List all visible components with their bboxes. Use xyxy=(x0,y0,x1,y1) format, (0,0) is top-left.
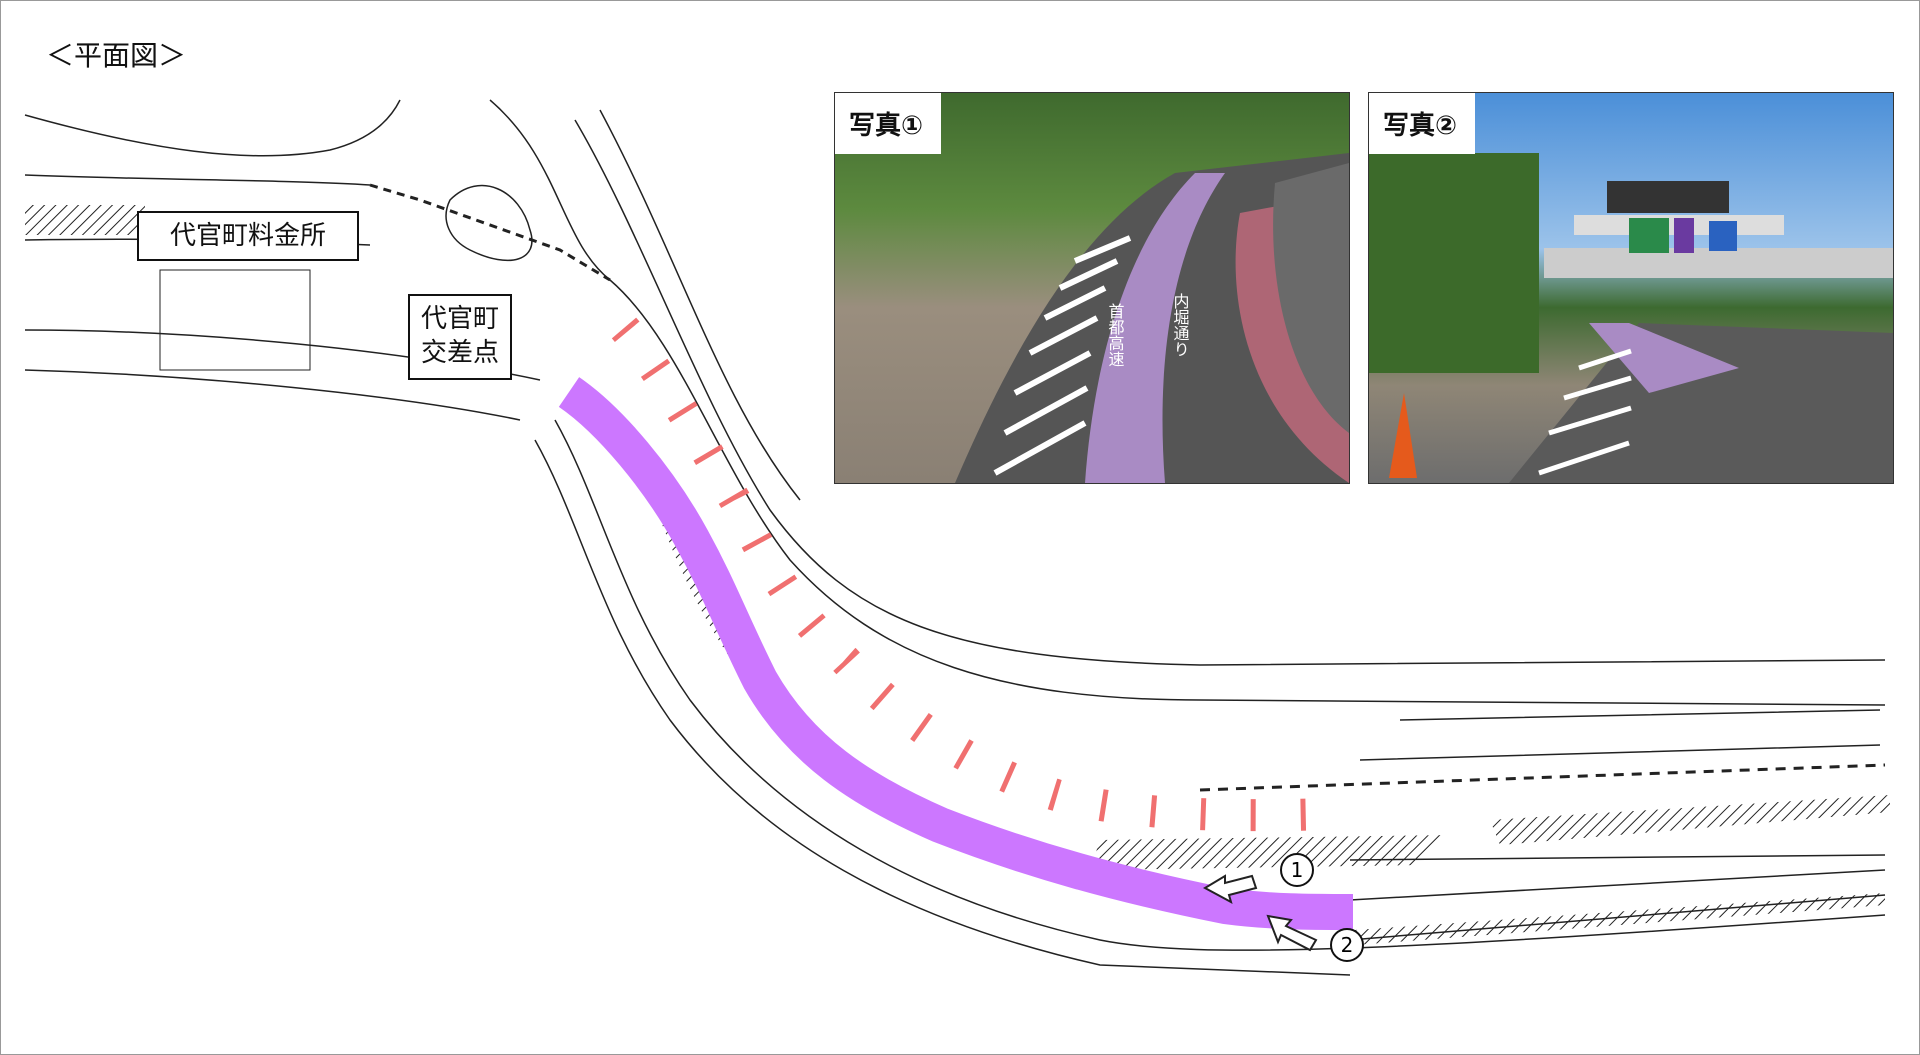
photo-arrow-2 xyxy=(1266,914,1318,952)
photo-1-scene: 首都高速 内堀通り xyxy=(955,153,1349,483)
hatched-area xyxy=(1355,893,1885,945)
road-marking-expressway: 首都高速 xyxy=(1106,303,1125,367)
photo-arrow-1 xyxy=(1202,874,1258,905)
photo-1-label: 写真① xyxy=(835,93,942,154)
road-marking-uchibori: 内堀通り xyxy=(1171,293,1190,357)
tollgate-label: 代官町料金所 xyxy=(137,211,359,261)
page-title: ＜平面図＞ xyxy=(46,39,187,72)
hatched-median xyxy=(643,467,1102,887)
photo-2-label: 写真② xyxy=(1369,93,1476,154)
hatched-area xyxy=(1490,795,1890,845)
intersection-label: 代官町 交差点 xyxy=(408,294,512,380)
road-lines xyxy=(24,99,1886,976)
intersection-label-line1: 代官町 xyxy=(420,304,499,334)
hatched-area xyxy=(25,205,145,235)
marker-1: 1 xyxy=(1280,853,1314,887)
photo-2: 写真② xyxy=(1368,92,1894,484)
tollgate-structure xyxy=(159,269,311,371)
hatched-area xyxy=(1090,835,1450,870)
intersection-label-line2: 交差点 xyxy=(420,338,499,368)
purple-lane xyxy=(558,377,1354,930)
photo-1: 首都高速 内堀通り 写真① xyxy=(834,92,1350,484)
marker-2: 2 xyxy=(1330,928,1364,962)
photo-2-scene xyxy=(1369,153,1893,483)
